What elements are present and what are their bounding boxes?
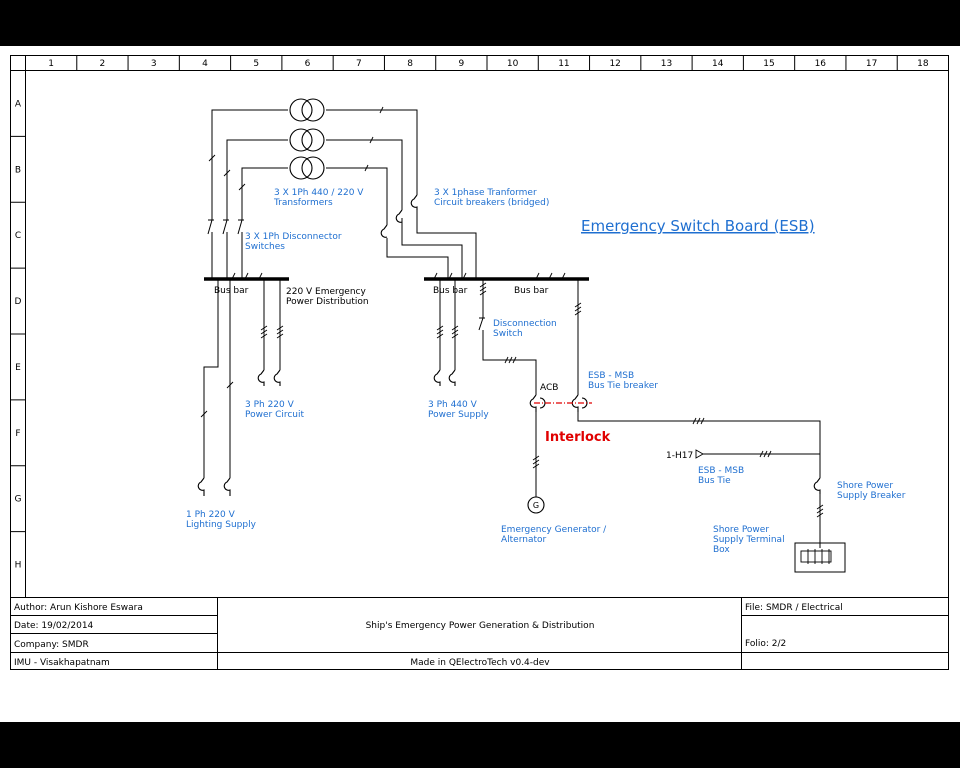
tb-title: Ship's Emergency Power Generation & Dist… <box>366 621 595 631</box>
column-label: 10 <box>507 59 519 69</box>
column-label: 9 <box>458 59 464 69</box>
label-440v-supply-2: Power Supply <box>428 410 489 420</box>
label-bus-bar-mid: Bus bar <box>433 286 468 296</box>
column-label: 16 <box>815 59 827 69</box>
label-440v-supply-1: 3 Ph 440 V <box>428 400 478 410</box>
column-label: 1 <box>48 59 54 69</box>
column-label: 2 <box>100 59 106 69</box>
reference-arrow <box>695 449 704 459</box>
label-bus-bar-left: Bus bar <box>214 286 249 296</box>
row-label: H <box>15 561 22 571</box>
column-label: 8 <box>407 59 413 69</box>
circuit-breakers <box>197 194 821 496</box>
title-block-grid <box>10 597 949 670</box>
label-generator-2: Alternator <box>501 535 547 545</box>
label-cross-reference: 1-H17 <box>666 451 693 461</box>
label-shore-box-3: Box <box>713 545 730 555</box>
label-220v-circuit-2: Power Circuit <box>245 410 305 420</box>
diagram-title: Emergency Switch Board (ESB) <box>581 217 815 235</box>
row-label: E <box>15 363 21 373</box>
label-disconnection-switch-2: Switch <box>493 329 523 339</box>
shore-terminal-box <box>794 542 846 573</box>
column-label: 4 <box>202 59 208 69</box>
label-distribution-1: 220 V Emergency <box>286 287 366 297</box>
label-transformer-breakers-2: Circuit breakers (bridged) <box>434 198 549 208</box>
column-label: 3 <box>151 59 157 69</box>
tb-made-in: Made in QElectroTech v0.4-dev <box>410 658 550 668</box>
label-lighting-1: 1 Ph 220 V <box>186 510 236 520</box>
transformer-symbols <box>289 98 325 180</box>
label-shore-box-2: Supply Terminal <box>713 535 785 545</box>
label-tie-breaker-1: ESB - MSB <box>588 371 634 381</box>
column-label: 15 <box>763 59 774 69</box>
terminal-strip <box>800 549 832 564</box>
label-shore-box-1: Shore Power <box>713 525 769 535</box>
label-bus-tie-2: Bus Tie <box>698 476 731 486</box>
title-block-text: Author: Arun Kishore Eswara Date: 19/02/… <box>14 603 843 668</box>
label-interlock: Interlock <box>545 430 611 445</box>
label-transformers-2: Transformers <box>273 198 333 208</box>
label-generator-1: Emergency Generator / <box>501 525 607 535</box>
label-shore-breaker-1: Shore Power <box>837 481 893 491</box>
tb-author: Author: Arun Kishore Eswara <box>14 603 143 613</box>
column-label: 5 <box>253 59 259 69</box>
generator-symbol <box>527 496 545 514</box>
tb-folio: Folio: 2/2 <box>745 639 786 649</box>
column-label: 11 <box>558 59 569 69</box>
label-disconnection-switch-1: Disconnection <box>493 319 557 329</box>
label-distribution-2: Power Distribution <box>286 297 369 307</box>
tb-institute: IMU - Visakhapatnam <box>14 658 110 668</box>
component-labels: 3 X 1Ph 440 / 220 V Transformers 3 X 1ph… <box>186 188 906 555</box>
label-tie-breaker-2: Bus Tie breaker <box>588 381 658 391</box>
label-disconnectors-2: Switches <box>245 242 285 252</box>
label-lighting-2: Lighting Supply <box>186 520 257 530</box>
column-label: 18 <box>917 59 929 69</box>
column-label: 17 <box>866 59 877 69</box>
generator-symbol-letter: G <box>533 501 539 510</box>
row-label: F <box>15 429 20 439</box>
column-label: 7 <box>356 59 362 69</box>
column-label: 13 <box>661 59 672 69</box>
tb-company: Company: SMDR <box>14 640 89 650</box>
tb-date: Date: 19/02/2014 <box>14 621 94 631</box>
label-acb: ACB <box>540 383 558 393</box>
row-label: C <box>15 231 21 241</box>
tb-file: File: SMDR / Electrical <box>745 603 843 613</box>
label-disconnectors-1: 3 X 1Ph Disconnector <box>245 232 342 242</box>
row-label: A <box>15 99 22 109</box>
label-bus-tie-1: ESB - MSB <box>698 466 744 476</box>
row-grid: A B C D E F G H <box>10 99 26 571</box>
row-label: G <box>15 495 22 505</box>
column-label: 6 <box>305 59 311 69</box>
label-shore-breaker-2: Supply Breaker <box>837 491 906 501</box>
column-label: 14 <box>712 59 724 69</box>
label-transformer-breakers-1: 3 X 1phase Tranformer <box>434 188 537 198</box>
column-label: 12 <box>609 59 620 69</box>
row-label: D <box>15 297 22 307</box>
label-transformers-1: 3 X 1Ph 440 / 220 V <box>274 188 364 198</box>
label-bus-bar-right: Bus bar <box>514 286 549 296</box>
disconnector-switches <box>207 219 485 331</box>
sheet-frame <box>10 55 949 670</box>
cable-ticks <box>200 106 824 518</box>
row-label: B <box>15 165 21 175</box>
label-220v-circuit-1: 3 Ph 220 V <box>245 400 295 410</box>
